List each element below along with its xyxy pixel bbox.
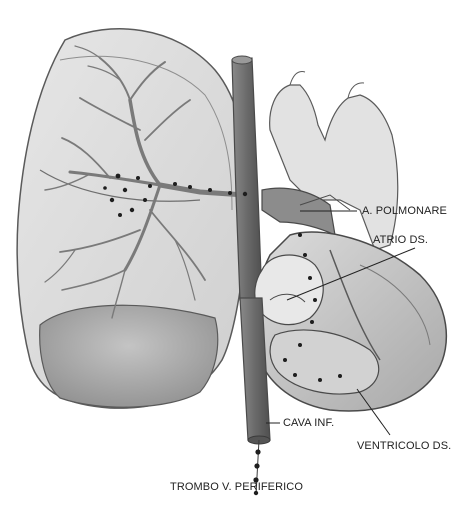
label-pulmonary-artery: A. POLMONARE xyxy=(362,205,447,217)
label-right-ventricle: VENTRICOLO DS. xyxy=(357,440,451,452)
label-inferior-vena-cava: CAVA INF. xyxy=(283,417,334,429)
heart xyxy=(254,232,446,411)
label-right-atrium: ATRIO DS. xyxy=(373,234,428,246)
diaphragm-surface xyxy=(40,305,218,407)
label-peripheral-thrombus: TROMBO V. PERIFERICO xyxy=(170,481,303,493)
aortic-arch xyxy=(270,72,398,250)
lung xyxy=(17,29,248,408)
